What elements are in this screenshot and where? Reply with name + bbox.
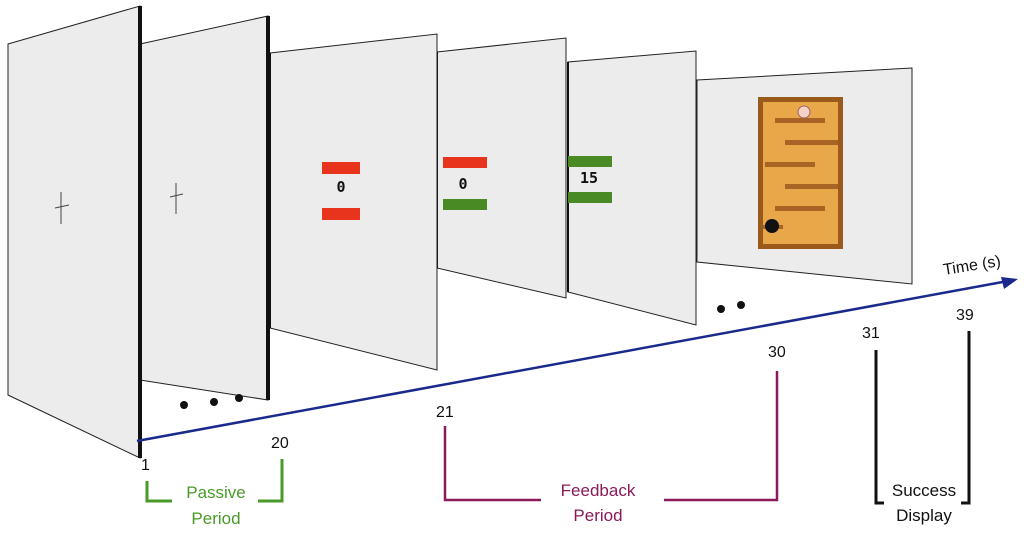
ellipsis-dots-passive — [180, 394, 243, 409]
screen-2-fixation — [139, 15, 270, 401]
screen-1-fixation — [7, 5, 142, 459]
feedback-period-label-line1: Feedback — [561, 481, 636, 500]
screen-4-top-bar — [443, 157, 487, 168]
screen-6-maze — [696, 67, 913, 285]
screen-4-feedback: 0 — [436, 37, 567, 299]
screen-5-feedback: 15 — [567, 50, 697, 326]
time-label-39: 39 — [956, 307, 974, 324]
screen-5-bottom-bar — [568, 192, 612, 203]
maze-target-ball — [797, 105, 811, 119]
fixation-cross-icon — [54, 192, 70, 224]
maze-player-ball — [765, 219, 779, 233]
time-axis-line — [136, 279, 1009, 443]
passive-period-label-line1: Passive — [186, 483, 246, 502]
screen-5-value: 15 — [580, 169, 598, 187]
screen-3-value: 0 — [336, 178, 345, 196]
time-axis-arrowhead — [1001, 277, 1018, 289]
screen-3-bottom-bar — [322, 208, 360, 220]
time-label-20: 20 — [271, 435, 289, 452]
time-label-1: 1 — [141, 457, 150, 474]
ellipsis-dots-feedback — [717, 301, 745, 313]
screen-3-feedback: 0 — [269, 33, 438, 371]
time-label-31: 31 — [862, 325, 880, 342]
screen-5-panel — [567, 50, 697, 326]
screen-5-top-bar — [568, 156, 612, 167]
time-label-21: 21 — [436, 404, 454, 421]
screen-4-bottom-bar — [443, 199, 487, 210]
time-axis-label: Time (s) — [942, 253, 1002, 279]
screen-2-panel — [139, 15, 269, 401]
maze-image — [758, 97, 843, 249]
feedback-period-bracket: Feedback Period — [443, 371, 779, 525]
feedback-period-label-line2: Period — [573, 506, 622, 525]
time-label-30: 30 — [768, 344, 786, 361]
screen-1-panel — [7, 5, 141, 459]
screen-3-top-bar — [322, 162, 360, 174]
success-display-label-line1: Success — [892, 481, 956, 500]
screen-3-panel — [269, 33, 438, 371]
success-display-label-line2: Display — [896, 506, 952, 525]
fixation-cross-icon — [169, 183, 184, 214]
success-display-bracket: Success Display — [874, 331, 971, 525]
screen-4-value: 0 — [458, 175, 467, 193]
passive-period-label-line2: Period — [191, 509, 240, 528]
passive-period-bracket: Passive Period — [145, 459, 284, 528]
